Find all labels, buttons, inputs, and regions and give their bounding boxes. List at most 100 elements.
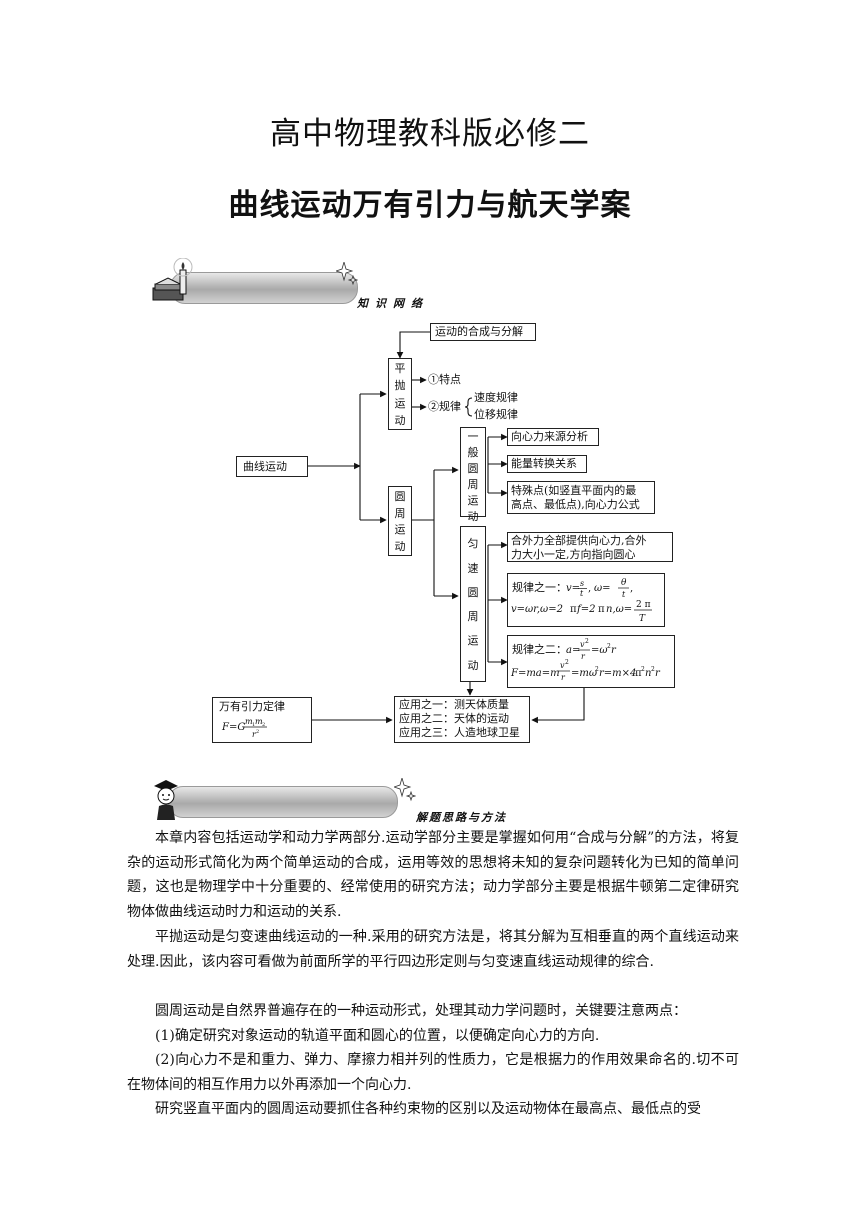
section-caption-knowledge: 知识网络 <box>357 297 429 310</box>
svg-text:n: n <box>645 668 651 679</box>
page-title: 高中物理教科版必修二 <box>270 116 590 152</box>
svg-text:n,ω=: n,ω= <box>606 604 632 615</box>
svg-text:2: 2 <box>262 722 265 728</box>
pingpao-char: 运 <box>394 396 406 410</box>
uniform-char: 匀 <box>467 537 479 551</box>
compose-box: 运动的合成与分解 <box>430 323 536 341</box>
body-paragraph: (2)向心力不是和重力、弹力、摩擦力相并列的性质力，它是根据力的作用效果命名的.… <box>127 1052 739 1093</box>
net-force-line: 力大小一定,方向指向圆心 <box>511 548 636 561</box>
svg-text:π: π <box>598 604 605 615</box>
svg-text:ω=: ω= <box>594 583 611 594</box>
svg-text:m: m <box>245 717 253 726</box>
applications-box: 应用之一：测天体质量 应用之二：天体的运动 应用之三：人造地球卫星 <box>394 696 530 743</box>
page-subtitle: 曲线运动万有引力与航天学案 <box>228 188 632 223</box>
general-char: 运 <box>467 494 479 507</box>
net-force-box: 合外力全部提供向心力,合外 力大小一定,方向指向圆心 <box>507 532 673 562</box>
general-char: 周 <box>467 478 479 491</box>
general-circular-box: 一 般 圆 周 运 动 <box>460 427 486 523</box>
svg-text:π: π <box>635 668 642 679</box>
gravity-law-box: 万有引力定律 <box>212 697 312 743</box>
uniform-char: 动 <box>467 658 479 672</box>
rule2-formula: a= v 2 r =ω 2 r <box>566 638 617 661</box>
energy-conversion-box: 能量转换关系 <box>507 455 587 473</box>
svg-text:1: 1 <box>252 722 255 728</box>
uniform-circular-box: 匀 速 圆 周 运 动 <box>460 526 486 682</box>
svg-text:f=2: f=2 <box>576 604 595 615</box>
svg-text:2: 2 <box>256 729 259 735</box>
sparkle-icon <box>392 776 417 802</box>
svg-text:v=: v= <box>566 583 580 594</box>
rule2-box <box>507 635 675 688</box>
general-char: 动 <box>467 510 479 523</box>
svg-text:=ω: =ω <box>591 645 608 656</box>
yuanzhou-char: 周 <box>394 506 406 520</box>
body-paragraph: 圆周运动是自然界普遍存在的一种运动形式，处理其动力学问题时，关键要注意两点： <box>155 1003 687 1019</box>
general-char: 般 <box>467 446 479 459</box>
svg-text:r: r <box>611 645 617 656</box>
svg-text:2: 2 <box>607 643 611 650</box>
pingpao-feature-label: ①特点 <box>428 373 461 386</box>
root-box: 曲线运动 <box>236 456 308 477</box>
energy-conversion-label: 能量转换关系 <box>511 457 577 470</box>
svg-text:2: 2 <box>585 638 589 645</box>
svg-text:=mω: =mω <box>571 668 597 679</box>
pingpao-char: 平 <box>394 362 406 376</box>
speed-rule-label: 速度规律 <box>474 391 518 404</box>
svg-text:2: 2 <box>595 666 599 673</box>
special-points-line: 特殊点(如竖直平面内的最 <box>511 484 637 497</box>
body-paragraph: 平抛运动是匀变速曲线运动的一种.采用的研究方法是，将其分解为互相垂直的两个直线运… <box>127 929 739 970</box>
svg-text:2: 2 <box>651 666 655 673</box>
svg-text:F=G: F=G <box>221 722 245 733</box>
centripetal-source-label: 向心力来源分析 <box>511 430 588 443</box>
svg-text:F=ma=m: F=ma=m <box>510 668 560 679</box>
rule1-label: 规律之一： <box>512 581 567 594</box>
rule2-formula-line2: F=ma=m v 2 r =mω 2 r=m×4 π 2 n 2 r <box>510 659 661 682</box>
svg-text:r: r <box>655 668 661 679</box>
pingpao-box: 平 抛 运 动 <box>388 358 412 430</box>
section-caption-methods: 解题思路与方法 <box>416 811 507 824</box>
svg-text:v: v <box>580 640 585 649</box>
application-item: 应用之三：人造地球卫星 <box>399 726 520 739</box>
yuanzhou-char: 动 <box>394 540 406 554</box>
rule1-formula-line2: v=ωr,ω=2 π f=2 π n,ω= 2 π T <box>511 600 652 624</box>
centripetal-source-box: 向心力来源分析 <box>507 428 599 446</box>
pingpao-rule-label: ②规律 <box>428 400 461 413</box>
compose-label: 运动的合成与分解 <box>435 325 523 338</box>
root-label: 曲线运动 <box>243 460 287 473</box>
special-points-line: 高点、最低点),向心力公式 <box>511 498 640 511</box>
rule1-formula: v= s t , ω= θ t , <box>566 578 633 599</box>
yuanzhou-box: 圆 周 运 动 <box>388 486 412 556</box>
yuanzhou-char: 运 <box>394 523 406 537</box>
svg-text:T: T <box>639 614 646 624</box>
general-char: 一 <box>467 430 479 443</box>
application-item: 应用之一：测天体质量 <box>399 698 509 711</box>
svg-text:r: r <box>581 652 586 661</box>
svg-text:t: t <box>622 590 626 599</box>
svg-text:,: , <box>588 583 591 594</box>
sparkle-icon <box>334 260 359 286</box>
svg-text:θ: θ <box>621 578 627 588</box>
yuanzhou-char: 圆 <box>394 489 406 503</box>
uniform-char: 速 <box>467 561 479 575</box>
net-force-line: 合外力全部提供向心力,合外 <box>511 534 647 547</box>
svg-text:2 π: 2 π <box>636 600 651 610</box>
gravity-law-label: 万有引力定律 <box>219 700 285 713</box>
svg-text:s: s <box>580 579 584 588</box>
svg-text:r: r <box>561 673 566 682</box>
svg-text:m: m <box>255 717 263 726</box>
uniform-char: 周 <box>467 610 479 624</box>
special-points-box: 特殊点(如竖直平面内的最 高点、最低点),向心力公式 <box>507 481 655 514</box>
uniform-char: 运 <box>467 634 479 648</box>
general-char: 圆 <box>467 462 479 475</box>
diagram-connectors <box>308 331 585 724</box>
svg-text:a=: a= <box>566 645 580 656</box>
rule1-box <box>507 573 665 627</box>
svg-text:t: t <box>580 589 584 598</box>
section-banner-bar <box>168 786 398 818</box>
displacement-rule-label: 位移规律 <box>474 408 518 421</box>
student-icon <box>148 776 184 822</box>
svg-text:v=ωr,ω=2: v=ωr,ω=2 <box>511 604 563 615</box>
pingpao-char: 动 <box>394 413 406 427</box>
gravity-formula: F=G m 1 m 2 r 2 <box>221 717 267 739</box>
svg-text:,: , <box>630 583 633 594</box>
